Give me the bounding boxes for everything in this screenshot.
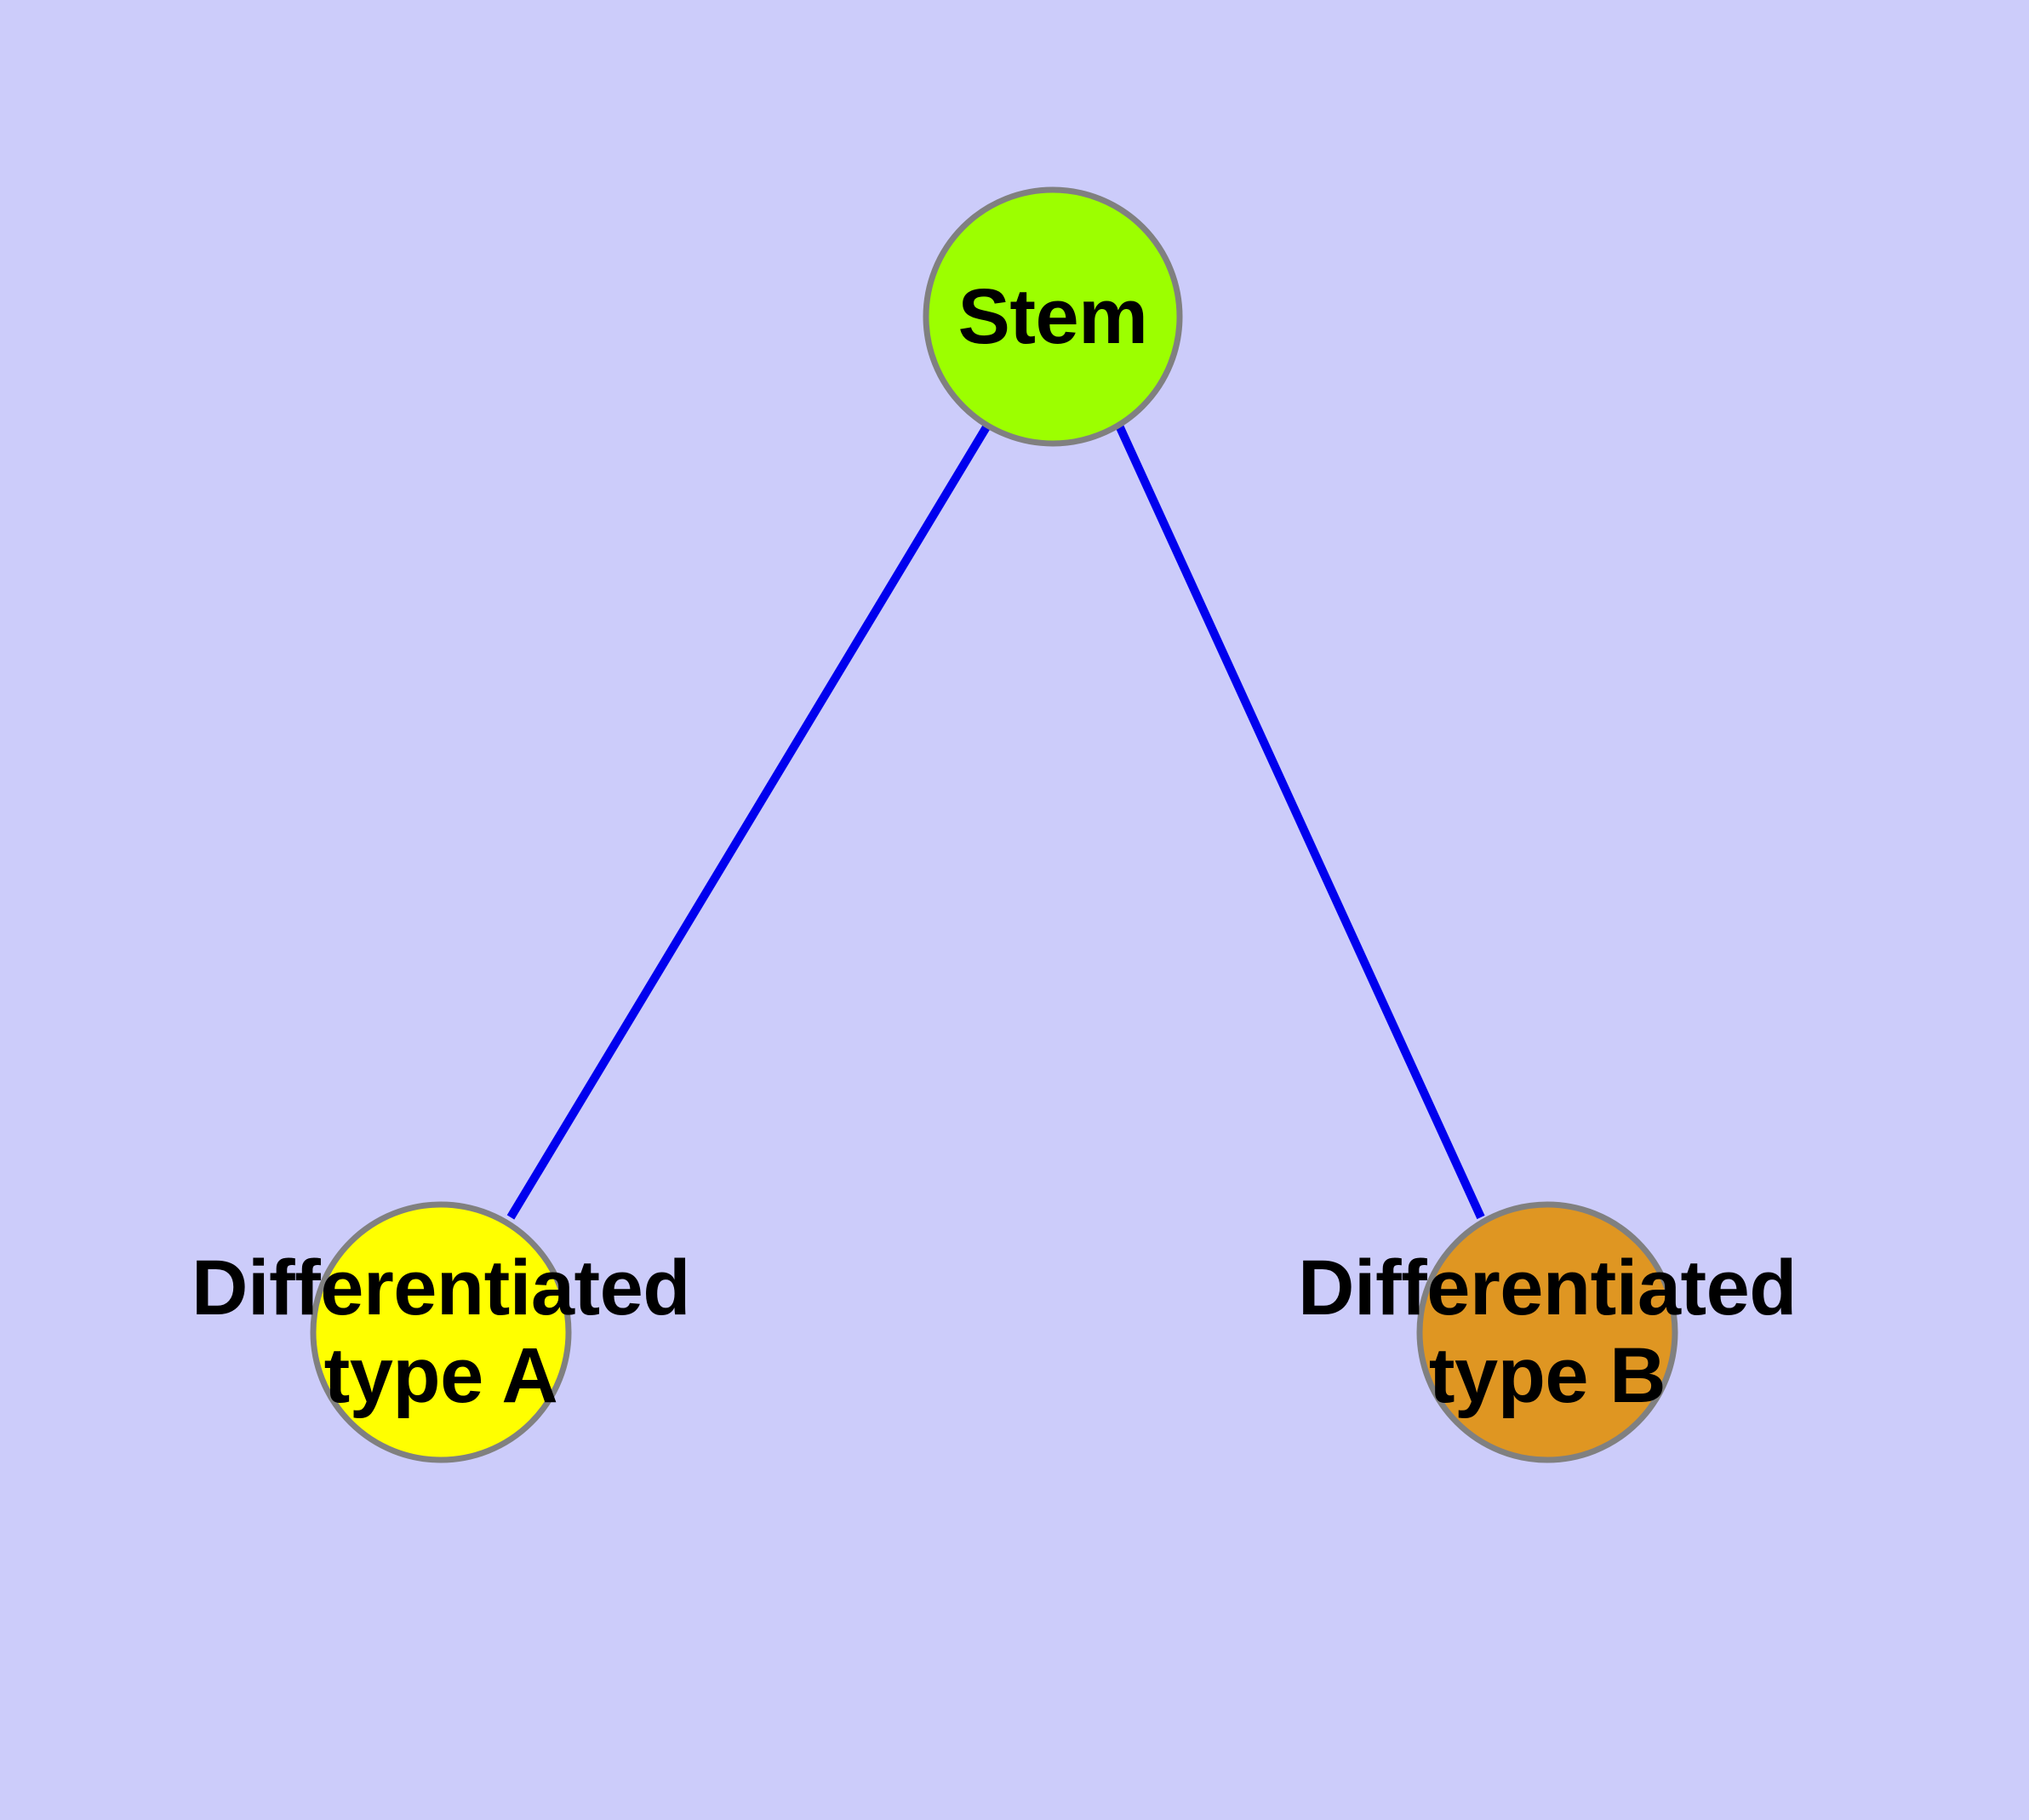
node-differentiated-type-a-circle[interactable] bbox=[310, 1201, 572, 1463]
edge-layer bbox=[506, 423, 1485, 1220]
node-layer bbox=[310, 186, 1678, 1463]
node-stem-circle[interactable] bbox=[923, 186, 1183, 447]
node-differentiated-type-b-circle[interactable] bbox=[1416, 1201, 1678, 1463]
edge-stem-to-differentiated-type-b[interactable] bbox=[1115, 423, 1485, 1220]
edge-stem-to-differentiated-type-a[interactable] bbox=[506, 423, 992, 1220]
